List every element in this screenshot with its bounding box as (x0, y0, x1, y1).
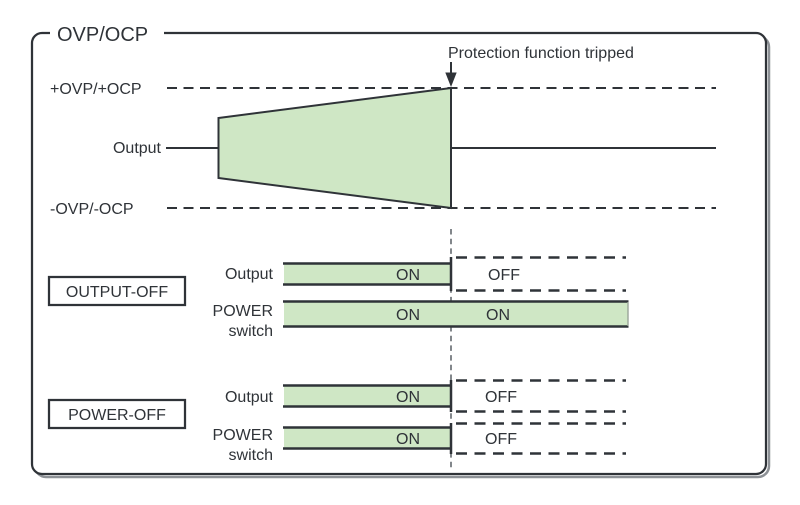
section-label-box (47, 398, 187, 430)
signal-label-line2: switch (229, 447, 273, 464)
lower-limit-label: -OVP/-OCP (50, 201, 134, 218)
signal-label-line1: POWER (213, 427, 273, 444)
timing-row-power-switch: POWER switch ON OFF (213, 422, 626, 464)
on-bar (284, 428, 450, 448)
timing-row-output: Output ON OFF (225, 256, 626, 292)
output-label: Output (113, 140, 162, 157)
signal-label: Output (225, 389, 274, 406)
on-label: ON (396, 389, 420, 406)
on-label-before: ON (396, 307, 420, 324)
section-label: OUTPUT-OFF (66, 284, 168, 301)
signal-label-line2: switch (229, 323, 273, 340)
section-power-off: POWER-OFF Output ON OFF POWER switch ON … (47, 379, 626, 464)
on-bar (284, 264, 450, 284)
panel-title: OVP/OCP (57, 24, 148, 46)
timing-row-output: Output ON OFF (225, 379, 626, 413)
section-output-off: OUTPUT-OFF Output ON OFF POWER switch ON… (47, 256, 629, 340)
off-label: OFF (488, 267, 520, 284)
trip-annotation: Protection function tripped (448, 45, 634, 62)
off-label: OFF (485, 431, 517, 448)
section-label: POWER-OFF (68, 407, 166, 424)
on-label: ON (396, 267, 420, 284)
panel-border (30, 31, 768, 476)
down-arrow-icon (445, 62, 457, 87)
section-label-box (47, 275, 187, 307)
signal-label: Output (225, 266, 274, 283)
signal-label-line1: POWER (213, 303, 273, 320)
output-envelope-trapezoid (217, 86, 452, 210)
off-label: OFF (485, 389, 517, 406)
arrow-head (445, 72, 457, 87)
timing-row-power-switch: POWER switch ON ON (213, 300, 629, 340)
on-label-after: ON (486, 307, 510, 324)
upper-limit-label: +OVP/+OCP (50, 81, 142, 98)
on-bar (284, 386, 450, 406)
panel-title-background (50, 22, 164, 43)
on-bar (284, 302, 628, 326)
waveform-area: +OVP/+OCP -OVP/-OCP Output Protection fu… (50, 45, 716, 218)
on-label: ON (396, 431, 420, 448)
